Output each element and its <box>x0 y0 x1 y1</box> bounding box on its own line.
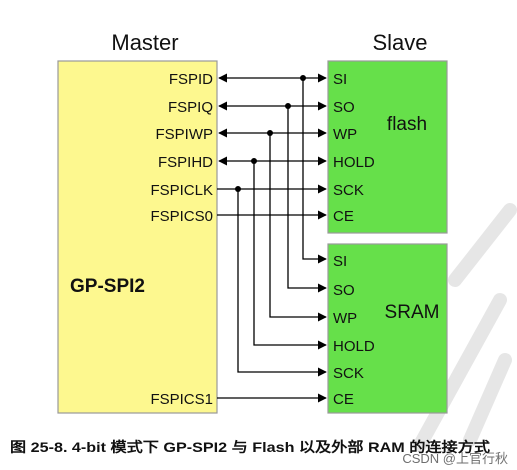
sram-pin-hold: HOLD <box>333 338 375 355</box>
wire-drop-hold <box>253 161 327 350</box>
sram-pin-labels: SI SO WP HOLD SCK CE <box>333 253 375 408</box>
sram-chip-box <box>327 243 448 414</box>
slave-title: Slave <box>372 30 427 55</box>
sram-chip-name: SRAM <box>385 302 440 323</box>
flash-chip-box <box>327 60 448 234</box>
master-chip-name: GP-SPI2 <box>70 276 145 297</box>
master-pin-fspics1: FSPICS1 <box>150 391 213 408</box>
junction-hold <box>251 158 257 164</box>
wire-drop-sck <box>237 189 327 377</box>
master-pin-fspiwp: FSPIWP <box>155 126 213 143</box>
master-pin-fspiclk: FSPICLK <box>150 182 213 199</box>
master-pin-fspid: FSPID <box>169 71 213 88</box>
wire-drop-so <box>287 106 327 293</box>
watermark-text: CSDN @上官行秋 <box>402 451 508 466</box>
sram-pin-sck: SCK <box>333 365 364 382</box>
master-pin-labels: FSPID FSPIQ FSPIWP FSPIHD FSPICLK FSPICS… <box>150 71 213 408</box>
sram-pin-wp: WP <box>333 310 357 327</box>
master-pin-fspics0: FSPICS0 <box>150 208 213 225</box>
junction-si <box>300 75 306 81</box>
flash-pin-labels: SI SO WP HOLD SCK CE <box>333 71 375 225</box>
flash-chip-name: flash <box>387 114 427 135</box>
master-title: Master <box>111 30 178 55</box>
sram-pin-ce: CE <box>333 391 354 408</box>
watermark-graphic <box>413 203 517 452</box>
flash-pin-hold: HOLD <box>333 154 375 171</box>
master-pin-fspiq: FSPIQ <box>168 99 213 116</box>
master-chip-box <box>57 60 218 414</box>
figure-caption: 图 25-8. 4-bit 模式下 GP-SPI2 与 Flash 以及外部 R… <box>10 439 490 455</box>
flash-pin-wp: WP <box>333 126 357 143</box>
flash-pin-sck: SCK <box>333 182 364 199</box>
junction-sck <box>235 186 241 192</box>
wires <box>217 73 327 403</box>
wire-drop-wp <box>269 133 327 322</box>
master-pin-fspihd: FSPIHD <box>158 154 213 171</box>
junction-so <box>285 103 291 109</box>
sram-pin-so: SO <box>333 282 355 299</box>
junction-wp <box>267 130 273 136</box>
junction-dots <box>235 75 306 192</box>
flash-pin-ce: CE <box>333 208 354 225</box>
flash-pin-si: SI <box>333 71 347 88</box>
sram-pin-si: SI <box>333 253 347 270</box>
wire-drop-si <box>302 78 327 264</box>
flash-pin-so: SO <box>333 99 355 116</box>
